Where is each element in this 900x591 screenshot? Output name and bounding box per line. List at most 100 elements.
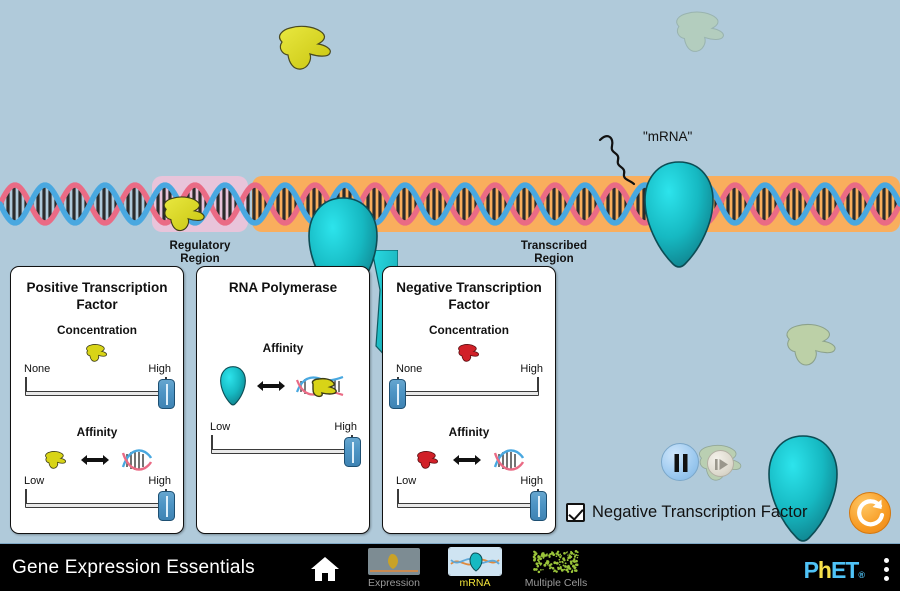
reset-all-button[interactable] bbox=[849, 492, 891, 534]
mrna-thumb bbox=[448, 547, 502, 576]
panel-title-negative-transcription-factor: Negative Transcription Factor bbox=[383, 267, 555, 313]
slider-label-left: Low bbox=[396, 475, 417, 487]
menu-dot bbox=[884, 576, 889, 581]
slider-positive-tf-affinity[interactable]: Low High bbox=[11, 475, 183, 521]
time-controls bbox=[661, 443, 745, 487]
slider-label-left: None bbox=[24, 363, 51, 375]
slider-track[interactable] bbox=[25, 503, 167, 508]
slider-knob[interactable] bbox=[389, 379, 406, 409]
floating-protein-faded-topright bbox=[676, 11, 724, 52]
pause-icon bbox=[674, 454, 688, 472]
heading-affinity-positive: Affinity bbox=[76, 425, 118, 439]
negative-tf-checkbox-label: Negative Transcription Factor bbox=[592, 503, 808, 521]
slider-tick-right bbox=[537, 377, 539, 393]
slider-positive-tf-concentration[interactable]: None High bbox=[11, 363, 183, 409]
panel-title-line2: Factor bbox=[76, 296, 118, 312]
heading-concentration-positive: Concentration bbox=[57, 323, 137, 337]
regulatory-region-label: Regulatory Region bbox=[152, 240, 248, 266]
bottom-navigation-bar: Gene Expression Essentials Expression bbox=[0, 543, 900, 591]
slider-tick-left bbox=[25, 489, 27, 505]
floating-protein-yellow-top bbox=[278, 25, 331, 70]
regulatory-region-label-line1: Regulatory bbox=[169, 240, 231, 252]
step-forward-icon bbox=[715, 459, 728, 470]
double-arrow-icon bbox=[257, 380, 285, 391]
home-icon bbox=[311, 557, 339, 581]
transcribed-region-label-line1: Transcribed bbox=[520, 240, 588, 252]
menu-dot bbox=[884, 567, 889, 572]
dna-strand-band bbox=[0, 176, 900, 232]
slider-track[interactable] bbox=[397, 503, 539, 508]
phet-logo-reg: ® bbox=[858, 570, 865, 580]
dna-segment-icon bbox=[493, 449, 525, 471]
pause-button[interactable] bbox=[661, 443, 699, 481]
transcribed-region-label-line2: Region bbox=[534, 253, 574, 265]
negative-tf-blob-icon bbox=[417, 451, 438, 469]
slider-label-right: High bbox=[148, 475, 171, 487]
phet-logo[interactable]: PhET® bbox=[803, 557, 865, 584]
heading-concentration-negative: Concentration bbox=[429, 323, 509, 337]
dna-double-helix bbox=[0, 182, 900, 226]
panel-title-line1: Positive Transcription bbox=[26, 280, 168, 295]
slider-knob[interactable] bbox=[344, 436, 361, 467]
negative-tf-blob-icon bbox=[383, 341, 555, 367]
slider-knob[interactable] bbox=[158, 491, 175, 521]
regulatory-region-label-line2: Region bbox=[180, 253, 220, 265]
slider-track[interactable] bbox=[211, 448, 353, 454]
slider-negative-tf-affinity[interactable]: Low High bbox=[383, 475, 555, 521]
bound-positive-transcription-factor[interactable] bbox=[155, 192, 215, 236]
slider-tick-left bbox=[397, 489, 399, 505]
multiple-cells-thumb bbox=[530, 548, 582, 575]
slider-label-right: High bbox=[334, 420, 357, 433]
slider-label-right: High bbox=[520, 363, 543, 375]
heading-affinity-polymerase: Affinity bbox=[262, 340, 304, 355]
slider-rna-polymerase-affinity[interactable]: Low High bbox=[197, 421, 369, 467]
kebab-menu-icon[interactable] bbox=[884, 558, 889, 585]
reset-icon bbox=[857, 499, 885, 527]
slider-label-right: High bbox=[148, 363, 171, 375]
slider-track[interactable] bbox=[25, 391, 167, 396]
negative-tf-checkbox[interactable] bbox=[566, 503, 585, 522]
panel-rna-polymerase: RNA Polymerase Affinity Low High bbox=[196, 266, 370, 534]
slider-negative-tf-concentration[interactable]: None High bbox=[383, 363, 555, 409]
slider-knob[interactable] bbox=[158, 379, 175, 409]
slider-label-left: None bbox=[396, 363, 423, 375]
sim-title: Gene Expression Essentials bbox=[12, 557, 255, 578]
rna-polymerase-transcribing[interactable] bbox=[641, 160, 717, 270]
heading-affinity-negative: Affinity bbox=[448, 425, 490, 439]
double-arrow-icon bbox=[81, 455, 109, 465]
tab-label: mRNA bbox=[459, 577, 491, 589]
positive-tf-blob-icon bbox=[11, 341, 183, 367]
affinity-icons-polymerase bbox=[197, 361, 369, 411]
slider-tick-left bbox=[211, 434, 213, 451]
panel-title-positive-transcription-factor: Positive Transcription Factor bbox=[11, 267, 183, 313]
rna-polymerase-icon bbox=[220, 365, 246, 405]
positive-tf-blob-icon bbox=[45, 451, 66, 469]
affinity-icons-positive bbox=[11, 441, 183, 479]
tab-label: Multiple Cells bbox=[524, 577, 588, 589]
slider-label-left: Low bbox=[210, 420, 231, 433]
phet-logo-h: h bbox=[817, 557, 832, 583]
negative-tf-checkbox-row[interactable]: Negative Transcription Factor bbox=[566, 503, 808, 522]
double-arrow-icon bbox=[453, 455, 481, 465]
tab-expression[interactable]: Expression bbox=[356, 548, 432, 589]
slider-knob[interactable] bbox=[530, 491, 547, 521]
panel-positive-transcription-factor: Positive Transcription Factor Concentrat… bbox=[10, 266, 184, 534]
phet-logo-p: P bbox=[803, 557, 819, 583]
tab-mrna[interactable]: mRNA bbox=[437, 547, 513, 589]
panel-title-line1: RNA Polymerase bbox=[228, 280, 338, 295]
panel-title-line1: Negative Transcription bbox=[396, 280, 542, 295]
panel-title-rna-polymerase: RNA Polymerase bbox=[197, 267, 369, 297]
slider-label-right: High bbox=[520, 475, 543, 487]
transcribed-region-label: Transcribed Region bbox=[492, 240, 616, 266]
dna-segment-icon bbox=[121, 449, 153, 471]
slider-track[interactable] bbox=[397, 391, 539, 396]
slider-label-left: Low bbox=[24, 475, 45, 487]
free-rna-polymerase[interactable] bbox=[765, 434, 841, 544]
mrna-squiggle bbox=[598, 135, 636, 186]
tab-multiple-cells[interactable]: Multiple Cells bbox=[518, 548, 594, 589]
tab-label: Expression bbox=[368, 577, 420, 589]
step-forward-button[interactable] bbox=[707, 450, 734, 477]
expression-thumb bbox=[368, 548, 420, 575]
home-button[interactable] bbox=[310, 556, 340, 587]
